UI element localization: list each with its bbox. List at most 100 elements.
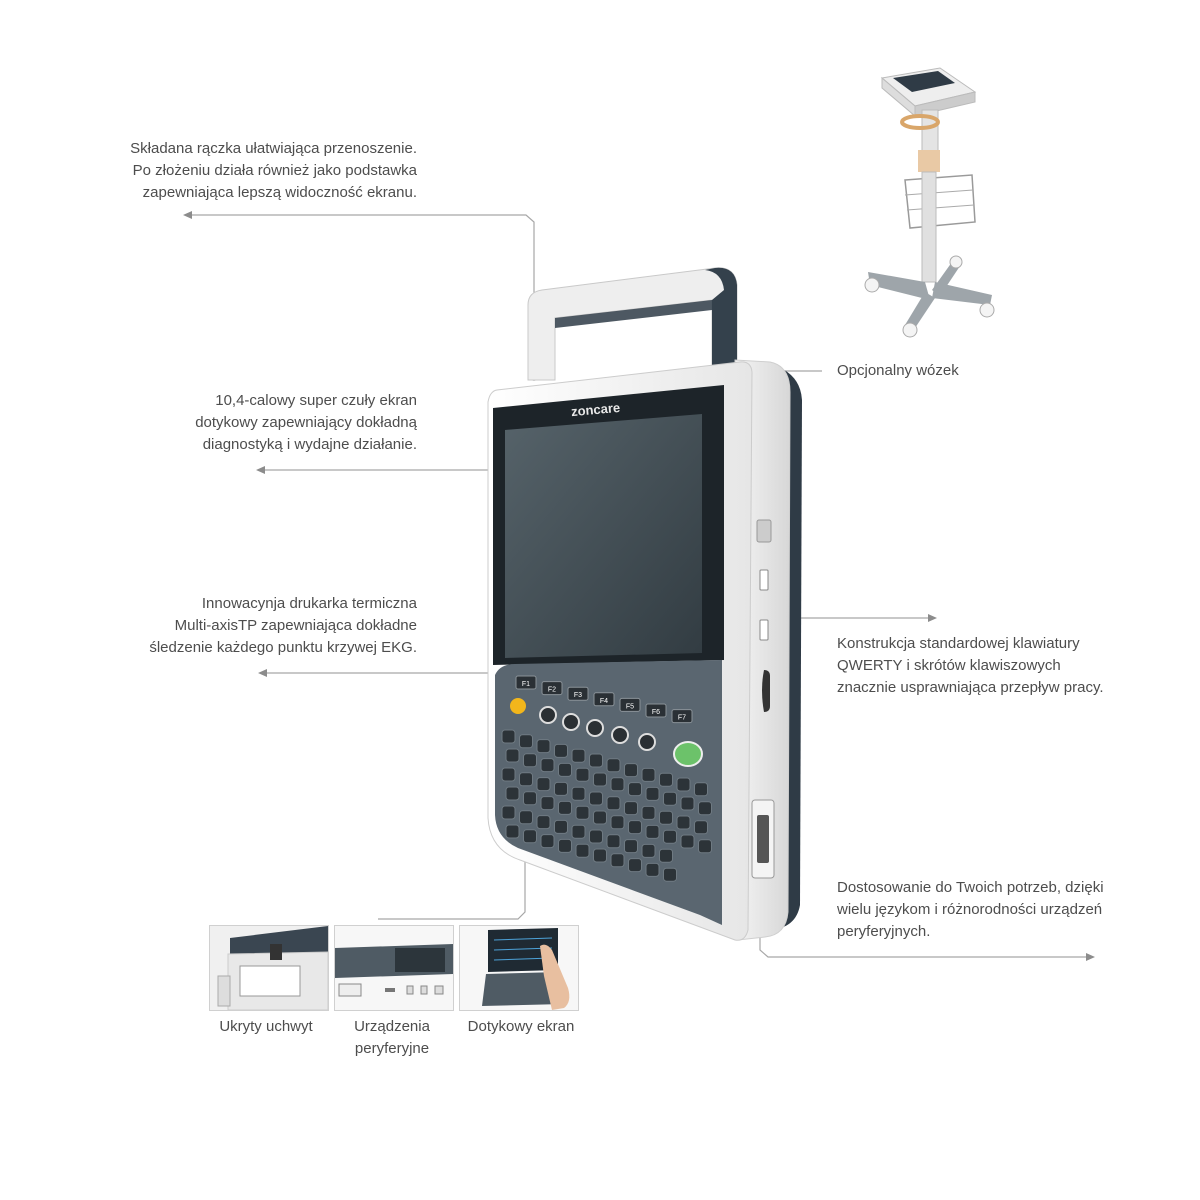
keyboard-key: [606, 834, 621, 849]
keyboard-key: [610, 853, 625, 868]
function-key-label: F3: [574, 692, 582, 699]
keyboard-key: [536, 739, 551, 754]
keyboard-key: [645, 786, 660, 801]
keyboard-key: [554, 819, 568, 834]
keyboard-key: [694, 782, 708, 797]
keyboard-key: [628, 820, 642, 835]
keyboard-key: [505, 786, 520, 801]
keyboard-key: [589, 753, 603, 768]
keyboard-key: [519, 810, 533, 825]
keyboard-key: [540, 834, 555, 849]
function-key: [619, 697, 641, 712]
keyboard-key: [645, 862, 660, 877]
arrow-keyboard: [928, 614, 937, 622]
keyboard-key: [680, 796, 695, 811]
function-key-label: F5: [626, 703, 634, 710]
keyboard-key: [593, 848, 607, 863]
keyboard-key: [606, 796, 621, 811]
keyboard-key: [571, 786, 586, 801]
keyboard-key: [540, 758, 555, 773]
keyboard-key: [554, 781, 568, 796]
keyboard-key: [663, 867, 677, 882]
leader-bottom: [378, 842, 526, 920]
arrow-screen: [256, 466, 265, 474]
keyboard-key: [519, 772, 533, 787]
keyboard-key: [589, 829, 603, 844]
keyboard-key: [659, 810, 673, 825]
caption-hidden-handle: Ukryty uchwyt: [219, 1018, 313, 1035]
keyboard-key: [694, 820, 708, 835]
function-key: [671, 709, 693, 724]
keyboard-key: [659, 848, 673, 863]
keyboard-key: [606, 758, 621, 773]
keyboard-key: [676, 815, 691, 830]
arrow-custom: [1086, 953, 1095, 961]
keyboard-key: [571, 748, 586, 763]
thumbnail-hidden-handle: [209, 925, 329, 1011]
function-key-label: F1: [522, 681, 530, 688]
keyboard-key: [663, 829, 677, 844]
brand-logo: zoncare: [570, 400, 620, 419]
keyboard-key: [645, 824, 660, 839]
keyboard-key: [698, 801, 712, 816]
keyboard-key: [571, 824, 586, 839]
keyboard-key: [624, 763, 638, 778]
caption-touch-screen: Dotykowy ekran: [467, 1018, 575, 1035]
carry-handle: [527, 267, 738, 381]
keyboard-key: [628, 782, 642, 797]
keyboard-key: [575, 805, 590, 820]
keyboard-key: [575, 767, 590, 782]
keyboard-key: [536, 777, 551, 792]
keyboard-key: [624, 839, 638, 854]
keyboard-key: [641, 843, 656, 858]
keyboard-key: [680, 834, 695, 849]
touch-screen: [505, 414, 702, 658]
side-ports: [751, 519, 775, 879]
keyboard-key: [523, 753, 537, 768]
function-key-label: F6: [652, 709, 660, 716]
keyboard-key: [589, 791, 603, 806]
keyboard-key: [641, 767, 656, 782]
keyboard-key: [641, 805, 656, 820]
keyboard-key: [501, 767, 516, 782]
keyboard-key: [593, 772, 607, 787]
callout-screen: 10,4-calowy super czuły ekran dotykowy z…: [195, 392, 417, 453]
callout-custom: Dostosowanie do Twoich potrzeb, dzięki w…: [837, 879, 1104, 940]
callout-cart: Opcjonalny wózek: [837, 362, 959, 379]
function-key: [567, 686, 589, 701]
function-key: [541, 681, 563, 696]
keyboard-key: [628, 858, 642, 873]
keyboard-key: [676, 777, 691, 792]
function-key: [645, 703, 667, 718]
keyboard-key: [540, 796, 555, 811]
thumbnail-touch-screen: [459, 925, 579, 1011]
control-buttons: [510, 698, 703, 767]
keyboard-key: [610, 815, 625, 830]
function-key: [515, 675, 537, 690]
keyboard-key: [536, 815, 551, 830]
arrow-handle: [183, 211, 192, 219]
function-key-label: F4: [600, 698, 608, 705]
keyboard-key: [610, 777, 625, 792]
callout-printer: Innowacynja drukarka termiczna Multi-axi…: [149, 595, 417, 656]
function-key: [593, 692, 615, 707]
keyboard-key: [519, 734, 533, 749]
callout-handle: Składana rączka ułatwiająca przenoszenie…: [130, 140, 417, 201]
callout-keyboard: Konstrukcja standardowej klawiatury QWER…: [837, 635, 1104, 696]
function-key-label: F2: [548, 687, 556, 694]
keyboard-key: [624, 801, 638, 816]
function-key-label: F7: [678, 715, 686, 722]
arrow-printer: [258, 669, 267, 677]
keyboard-key: [593, 810, 607, 825]
keyboard-key: [523, 791, 537, 806]
keyboard-key: [575, 843, 590, 858]
alert-button: [510, 698, 526, 714]
keyboard-key: [558, 800, 572, 815]
qwerty-keyboard: [501, 729, 712, 882]
optional-cart-illustration: [864, 67, 995, 338]
keyboard-key: [523, 829, 537, 844]
keyboard-key: [558, 838, 572, 853]
keyboard-key: [698, 839, 712, 854]
keyboard-key: [501, 805, 516, 820]
